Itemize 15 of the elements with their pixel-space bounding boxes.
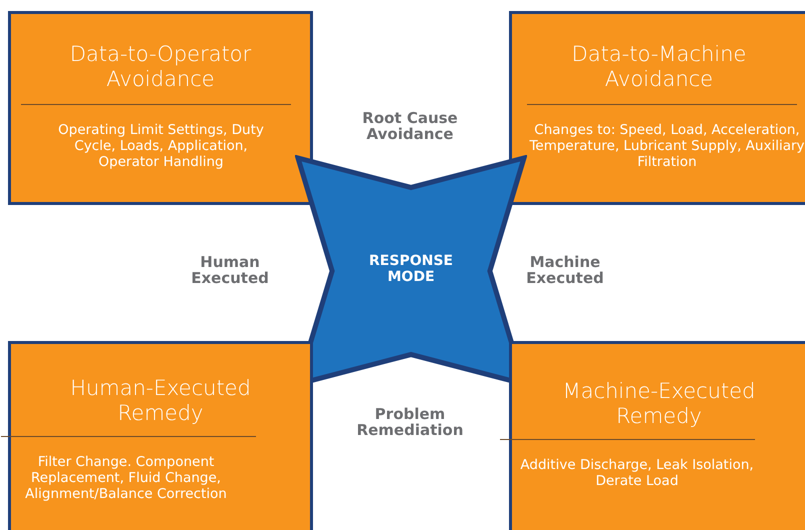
box-text: Additive Discharge, Leak Isolation, Derate Load	[519, 457, 755, 489]
quadrant-label: Problem Remediation	[356, 406, 464, 438]
box-heading: Machine-Executed Remedy	[562, 379, 756, 429]
box-heading: Data-to-Machine Avoidance	[570, 42, 748, 92]
star-label: RESPONSE MODE	[368, 253, 454, 285]
quadrant-box	[8, 11, 313, 205]
box-heading: Human-Executed Remedy	[69, 376, 252, 426]
box-text: Filter Change. Component Replacement, Fluid Change, Alignment/Balance Correction	[24, 454, 228, 502]
quadrant-label: Human Executed	[190, 254, 270, 286]
quadrant-label: Machine Executed	[525, 254, 605, 286]
box-text: Operating Limit Settings, Duty Cycle, Loads, Application, Operator Handling	[57, 122, 265, 170]
box-text: Changes to: Speed, Load, Acceleration, Temperature, Lubricant Supply, Auxiliary Filtration	[528, 122, 805, 170]
box-heading: Data-to-Operator Avoidance	[68, 42, 252, 92]
quadrant-label: Root Cause Avoidance	[361, 110, 459, 142]
quadrant-box	[509, 11, 805, 205]
